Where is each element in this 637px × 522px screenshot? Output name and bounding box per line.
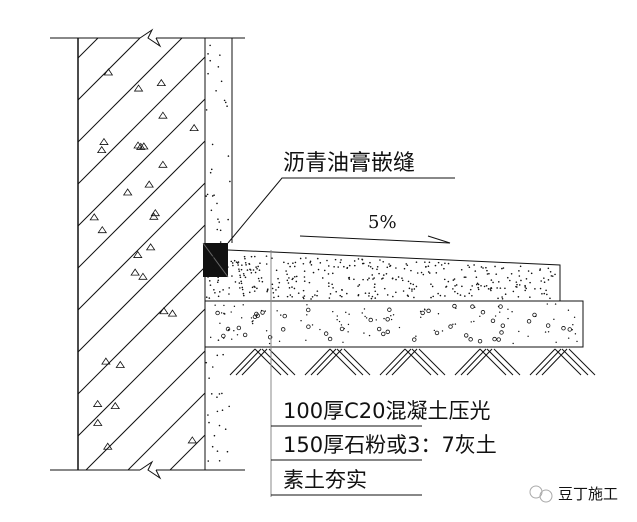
hatch-line [127, 392, 206, 471]
hatch-line [77, 37, 183, 143]
hatch-line [169, 434, 206, 471]
hatch-line [77, 182, 206, 311]
label-underlines [271, 425, 422, 496]
hatch-line [77, 308, 206, 437]
hatch-line [77, 224, 206, 353]
hatch-line [77, 98, 206, 227]
wall [50, 28, 245, 480]
watermark: 豆丁施工 [529, 485, 618, 503]
wall-aggregate [89, 44, 231, 462]
hatch-line [77, 140, 206, 269]
compacted-soil-symbol [229, 348, 596, 376]
layer2-label: 150厚石粉或3：7灰土 [283, 433, 497, 457]
hatch-line [77, 37, 141, 101]
slope-arrow [299, 235, 451, 244]
layer1-label: 100厚C20混凝土压光 [283, 399, 490, 423]
concrete-aggregate [207, 255, 556, 300]
wall-hatch [77, 37, 206, 471]
concrete-layer [205, 249, 561, 302]
layer3-label: 素土夯实 [283, 468, 367, 492]
hatch-line [77, 266, 206, 395]
hatch-line [77, 56, 206, 185]
sealant-joint [202, 242, 229, 278]
stone-powder-aggregate [210, 303, 578, 345]
hatch-line [77, 37, 99, 59]
sealant-leader-line [227, 177, 455, 244]
slope-label: 5% [368, 212, 397, 233]
stone-powder-layer [204, 300, 584, 348]
sealant-label: 沥青油膏嵌缝 [283, 151, 415, 176]
watermark-text: 豆丁施工 [558, 485, 618, 503]
hatch-line [85, 350, 206, 471]
